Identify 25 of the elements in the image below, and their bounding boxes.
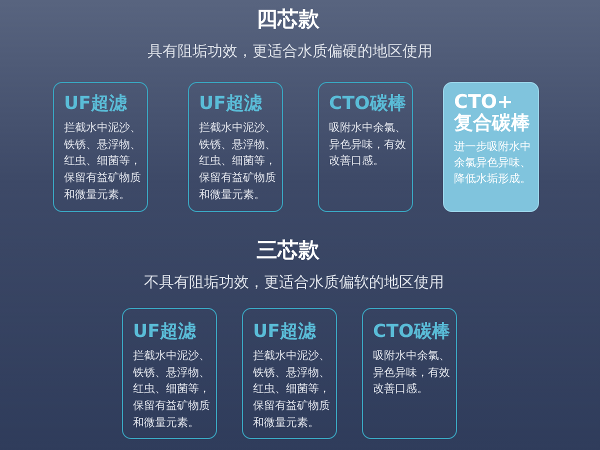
section-subtitle: 具有阻垢功效，更适合水质偏硬的地区使用 — [148, 41, 432, 61]
card-heading: CTO碳棒 — [373, 321, 450, 343]
card-description: 拦截水中泥沙、铁锈、悬浮物、红虫、细菌等，保留有益矿物质和微量元素。 — [64, 120, 142, 203]
section-title: 四芯款 — [256, 6, 320, 32]
filter-card — [362, 308, 457, 439]
card-heading: CTO+ 复合碳棒 — [454, 92, 531, 134]
card-description: 吸附水中余氯、异色异味，有效改善口感。 — [329, 120, 407, 170]
card-description: 进一步吸附水中余氯异色异味、降低水垢形成。 — [454, 139, 532, 187]
filter-card — [318, 82, 413, 212]
card-heading: UF超滤 — [64, 93, 127, 115]
card-heading: UF超滤 — [199, 93, 262, 115]
card-heading: CTO碳棒 — [329, 93, 406, 115]
card-description: 拦截水中泥沙、铁锈、悬浮物、红虫、细菌等，保留有益矿物质和微量元素。 — [253, 348, 331, 431]
filter-card — [53, 82, 148, 212]
filter-card — [188, 82, 283, 212]
card-heading: UF超滤 — [133, 321, 196, 343]
section-subtitle: 不具有阻垢功效，更适合水质偏软的地区使用 — [144, 272, 444, 292]
card-description: 吸附水中余氯、异色异味，有效改善口感。 — [373, 348, 451, 398]
section-title: 三芯款 — [256, 237, 320, 263]
filter-card — [443, 82, 539, 212]
card-description: 拦截水中泥沙、铁锈、悬浮物、红虫、细菌等，保留有益矿物质和微量元素。 — [133, 348, 211, 431]
filter-card — [122, 308, 217, 439]
card-heading: UF超滤 — [253, 321, 316, 343]
filter-card — [242, 308, 337, 439]
card-description: 拦截水中泥沙、铁锈、悬浮物、红虫、细菌等，保留有益矿物质和微量元素。 — [199, 120, 277, 203]
